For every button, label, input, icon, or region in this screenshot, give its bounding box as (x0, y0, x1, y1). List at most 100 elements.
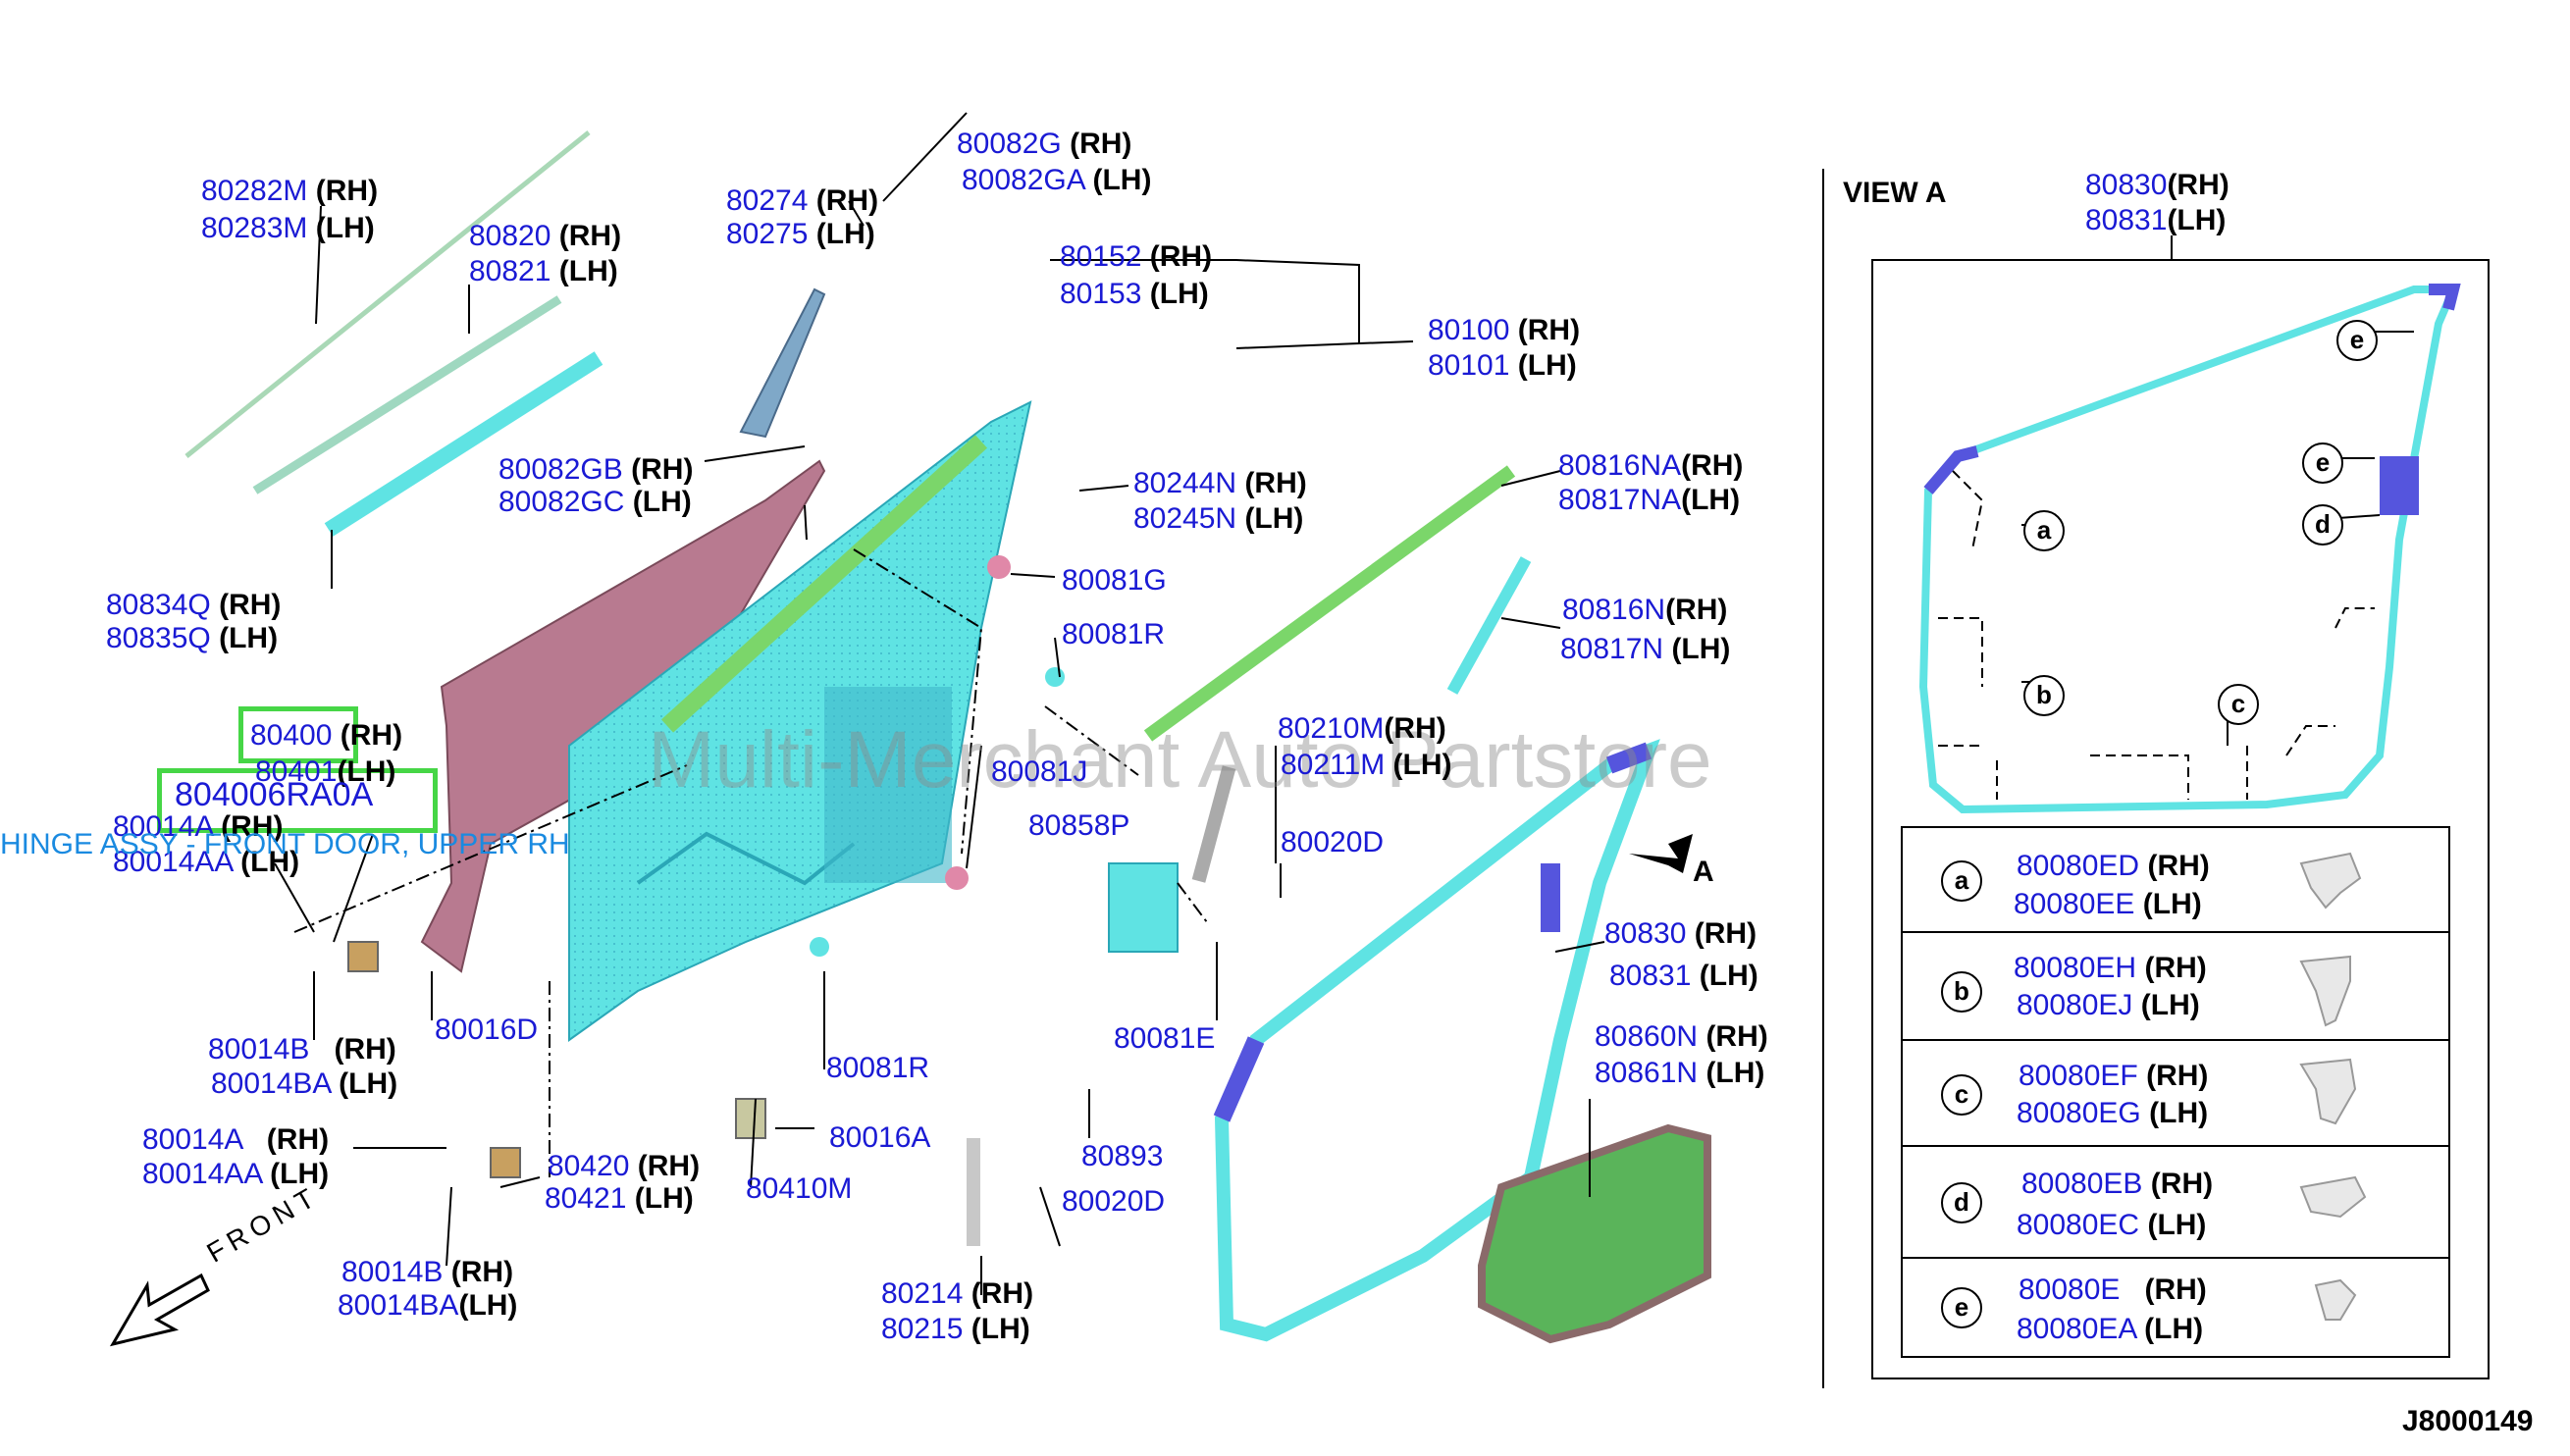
view-a-title: VIEW A (1843, 177, 1947, 209)
upper-hinge (347, 941, 379, 972)
clip-row-rh: 80080EF (RH) (2019, 1060, 2209, 1092)
clip-row-letter: e (1941, 1287, 1982, 1328)
callout-80283m: 80283M (LH) (201, 212, 375, 244)
clip-row-lh: 80080EC (LH) (2017, 1209, 2207, 1241)
callout-80401: 80401(LH) (255, 755, 396, 788)
view-marker-e-upper: e (2336, 320, 2378, 361)
callout-80014b-top: 80014B (RH) (208, 1033, 396, 1066)
clip-row-rh: 80080EB (RH) (2021, 1168, 2214, 1200)
callout-80082ga: 80082GA (LH) (962, 164, 1152, 196)
clip-row-lh: 80080EA (LH) (2017, 1313, 2204, 1345)
highlight-description: HINGE ASSY - FRONT DOOR, UPPER RH (0, 828, 570, 860)
glass-run-strips (184, 130, 603, 537)
part-80016a: 80016A (829, 1121, 931, 1154)
clip-table-grid (1901, 826, 2450, 1358)
clip-sketches (2299, 852, 2367, 1321)
part-80410m: 80410M (746, 1172, 853, 1205)
callout-80820: 80820 (RH) (469, 220, 622, 252)
watermark: Multi-Merchant Auto Partstore (648, 715, 1712, 805)
callout-80082gc: 80082GC (LH) (498, 486, 692, 518)
callout-80830-view: 80830(RH) (2085, 169, 2229, 201)
clip-row-rh: 80080E (RH) (2019, 1274, 2207, 1306)
view-arrow (1629, 834, 1693, 873)
callout-80245n: 80245N (LH) (1133, 502, 1304, 535)
callout-80400: 80400 (RH) (250, 719, 403, 752)
callout-80282m: 80282M (RH) (201, 175, 379, 207)
view-marker-a: a (2023, 510, 2065, 551)
callout-80014aa-bot: 80014AA (LH) (142, 1158, 330, 1190)
front-arrow (109, 1273, 210, 1347)
view-leaders (2021, 331, 2414, 746)
callout-80830-main: 80830 (RH) (1604, 917, 1757, 950)
clip-marks (1938, 470, 2375, 800)
highlight-sub-box (157, 768, 438, 833)
sealing-screen (1478, 1123, 1711, 1344)
highlight-sub-number: 804006RA0A (175, 776, 374, 813)
stay-rail (967, 1138, 980, 1246)
view-marker-e-lower: e (2302, 442, 2343, 484)
callout-80014ba-top: 80014BA (LH) (211, 1067, 398, 1100)
callout-80014a-bot: 80014A (RH) (142, 1123, 330, 1156)
part-80081e: 80081E (1114, 1022, 1216, 1055)
callout-80816n: 80816N(RH) (1562, 594, 1728, 626)
door-check-link (735, 1098, 766, 1139)
highlight-part-box (238, 706, 358, 763)
part-80016d: 80016D (435, 1014, 539, 1046)
part-80020d-top: 80020D (1281, 826, 1385, 858)
lower-hinge (490, 1147, 521, 1178)
view-marker-d: d (2302, 504, 2343, 546)
view-a-frame (1871, 259, 2490, 1379)
part-80081g: 80081G (1062, 564, 1167, 597)
callout-80244n: 80244N (RH) (1133, 467, 1307, 499)
part-80020d-bot: 80020D (1062, 1185, 1166, 1218)
regulator-rail (1191, 765, 1236, 883)
callout-80014a-top: 80014A (RH) (113, 810, 284, 843)
door-frame (568, 400, 1032, 1042)
callout-80835q: 80835Q (LH) (106, 622, 279, 654)
view-marker-b: b (2023, 675, 2065, 716)
callout-80816na: 80816NA(RH) (1558, 449, 1744, 482)
callout-80214: 80214 (RH) (881, 1277, 1034, 1310)
part-80081r-bot: 80081R (826, 1052, 930, 1084)
callout-80210m: 80210M(RH) (1278, 712, 1446, 745)
callout-80275: 80275 (LH) (726, 218, 875, 250)
part-80858p: 80858P (1028, 809, 1130, 842)
diagram-code: J8000149 (2402, 1405, 2534, 1437)
callout-80831-main: 80831 (LH) (1609, 960, 1758, 992)
callout-80100: 80100 (RH) (1428, 314, 1581, 346)
callout-80831-view: 80831(LH) (2085, 204, 2227, 236)
part-80081j: 80081J (991, 755, 1088, 788)
callout-80274: 80274 (RH) (726, 184, 879, 217)
speaker-module (1108, 862, 1179, 953)
clip-row-letter: b (1941, 971, 1982, 1013)
inner-weatherstrip-strip (1446, 556, 1532, 695)
callout-80014b-bot: 80014B (RH) (341, 1256, 514, 1288)
clip-row-lh: 80080EG (LH) (2017, 1097, 2209, 1129)
callout-80152: 80152 (RH) (1060, 240, 1213, 273)
callout-80082g: 80082G (RH) (957, 128, 1132, 160)
callout-80817na: 80817NA(LH) (1558, 484, 1741, 516)
callout-80211m: 80211M (LH) (1281, 749, 1452, 781)
callout-80421: 80421 (LH) (545, 1182, 694, 1215)
clip-row-lh: 80080EJ (LH) (2017, 989, 2200, 1021)
clip-row-lh: 80080EE (LH) (2014, 888, 2202, 920)
clip-row-letter: a (1941, 860, 1982, 902)
part-80081r-top: 80081R (1062, 618, 1166, 650)
callout-80861n: 80861N (LH) (1595, 1057, 1765, 1089)
callout-80101: 80101 (LH) (1428, 349, 1577, 382)
callout-80420: 80420 (RH) (548, 1150, 701, 1182)
view-arrow-label: A (1693, 856, 1714, 888)
callout-80215: 80215 (LH) (881, 1313, 1030, 1345)
callout-80014aa-top: 80014AA (LH) (113, 846, 300, 878)
callout-80821: 80821 (LH) (469, 255, 618, 287)
callout-80082gb: 80082GB (RH) (498, 453, 694, 486)
view-marker-c: c (2218, 684, 2259, 725)
callout-80817n: 80817N (LH) (1560, 633, 1731, 665)
view-a-seal (1918, 284, 2461, 814)
leader-lines (274, 112, 1605, 1295)
callout-80014ba-bot: 80014BA(LH) (338, 1289, 518, 1322)
callout-80834q: 80834Q (RH) (106, 589, 282, 621)
clip-row-letter: c (1941, 1074, 1982, 1116)
